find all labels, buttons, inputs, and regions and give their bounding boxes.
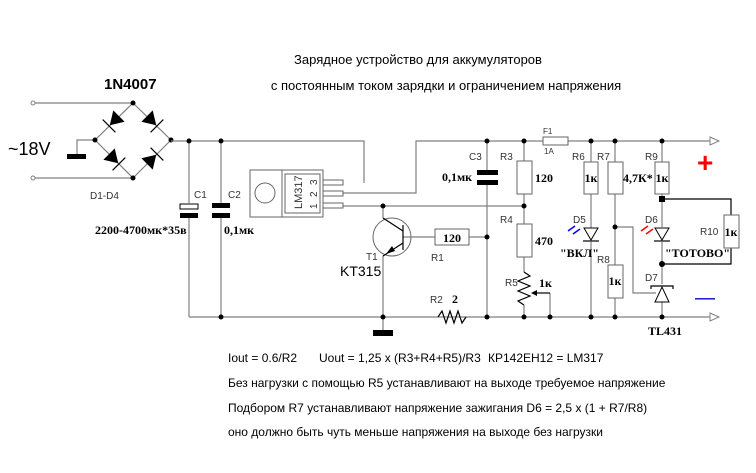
output-plus-sign: + bbox=[697, 147, 713, 178]
ground-icon bbox=[373, 330, 393, 336]
r10-ref: R10 bbox=[700, 227, 719, 238]
title-line1: Зарядное устройство для аккумуляторов bbox=[294, 52, 542, 67]
d6-ref: D6 bbox=[645, 215, 658, 226]
resistor-r8-icon bbox=[607, 264, 624, 299]
r5-ref: R5 bbox=[505, 278, 518, 289]
r4-ref: R4 bbox=[500, 215, 513, 226]
bridge-part: 1N4007 bbox=[104, 76, 157, 93]
resistor-r4-icon bbox=[516, 223, 533, 258]
note-equivalent: КР142ЕН12 = LM317 bbox=[488, 351, 604, 365]
r9-value: 1к bbox=[656, 171, 669, 185]
diode-bridge-icon bbox=[92, 100, 174, 181]
r6-value: 1к bbox=[585, 171, 598, 185]
r5-value: 1к bbox=[539, 276, 552, 290]
r3-ref: R3 bbox=[500, 152, 513, 163]
c2-ref: C2 bbox=[228, 190, 241, 201]
resistor-r10-icon bbox=[723, 214, 740, 249]
output-plus-arrow-icon bbox=[709, 136, 721, 146]
resistor-r3-icon bbox=[516, 160, 533, 195]
r10-value: 1к bbox=[725, 225, 738, 239]
note-uout: Uout = 1,25 x (R3+R4+R5)/R3 bbox=[319, 351, 481, 365]
title-line2: с постоянным током зарядки и ограничение… bbox=[271, 78, 621, 93]
r2-value: 2 bbox=[452, 292, 458, 306]
d7-part: TL431 bbox=[648, 324, 682, 338]
potentiometer-r5-icon bbox=[516, 271, 550, 306]
transistor-t1-icon bbox=[372, 217, 412, 257]
regulator-pin-3: 3 bbox=[309, 179, 320, 185]
d7-ref: D7 bbox=[645, 273, 658, 284]
r6-ref: R6 bbox=[572, 152, 585, 163]
junction-nodes bbox=[186, 138, 665, 320]
ac-input bbox=[30, 100, 133, 181]
r2-ref: R2 bbox=[430, 295, 443, 306]
bridge-label: D1-D4 bbox=[90, 191, 119, 202]
resistor-r2-icon bbox=[437, 309, 467, 325]
regulator-pin-1: 1 bbox=[309, 203, 320, 209]
r7-value: 4,7К* bbox=[623, 171, 653, 185]
d6-label: "ТОТОВО" bbox=[665, 246, 730, 260]
r1-value: 120 bbox=[443, 231, 461, 245]
f1-ref: F1 bbox=[543, 127, 553, 136]
r9-ref: R9 bbox=[645, 152, 658, 163]
led-d5-icon bbox=[567, 225, 599, 242]
led-d6-icon bbox=[640, 225, 670, 242]
input-voltage: ~18V bbox=[8, 139, 51, 159]
t1-part: KT315 bbox=[340, 263, 381, 279]
r8-ref: R8 bbox=[597, 255, 610, 266]
c2-value: 0,1мк bbox=[224, 223, 254, 237]
f1-value: 1A bbox=[544, 147, 554, 156]
note-line4: оно должно быть чуть меньше напряжения н… bbox=[228, 425, 603, 439]
r8-value: 1к bbox=[609, 274, 622, 288]
r7-ref: R7 bbox=[597, 152, 610, 163]
resistor-r1-icon bbox=[434, 228, 470, 246]
capacitor-c1-icon bbox=[179, 203, 199, 218]
capacitor-c3-icon bbox=[477, 170, 498, 185]
note-iout: Iout = 0.6/R2 bbox=[228, 351, 297, 365]
output-minus-sign: — bbox=[695, 287, 715, 309]
capacitor-c2-icon bbox=[212, 203, 230, 218]
note-line3: Подбором R7 устанавливают напряжение заж… bbox=[228, 401, 647, 415]
wires bbox=[171, 140, 732, 330]
d5-ref: D5 bbox=[573, 215, 586, 226]
c3-ref: C3 bbox=[469, 152, 482, 163]
c3-value: 0,1мк bbox=[442, 170, 472, 184]
resistor-r6-icon bbox=[583, 161, 599, 195]
r1-ref: R1 bbox=[431, 253, 444, 264]
tl431-d7-icon bbox=[650, 285, 674, 303]
t1-ref: T1 bbox=[366, 252, 378, 263]
lm317-regulator-icon bbox=[249, 169, 344, 218]
ground-bar-icon bbox=[67, 154, 86, 159]
fuse-f1-icon bbox=[542, 136, 569, 146]
resistor-r7-icon bbox=[607, 161, 624, 195]
c1-value: 2200-4700мк*35в bbox=[95, 223, 187, 237]
r4-value: 470 bbox=[535, 234, 553, 248]
c1-ref: C1 bbox=[194, 190, 207, 201]
resistor-r9-icon bbox=[654, 161, 670, 195]
regulator-part: LM317 bbox=[293, 175, 305, 209]
regulator-pin-2: 2 bbox=[309, 191, 320, 197]
output-minus-arrow-icon bbox=[709, 312, 721, 322]
r3-value: 120 bbox=[535, 171, 553, 185]
d5-label: "ВКЛ" bbox=[560, 246, 599, 260]
note-line2: Без нагрузки с помощью R5 устанавливают … bbox=[228, 376, 666, 390]
